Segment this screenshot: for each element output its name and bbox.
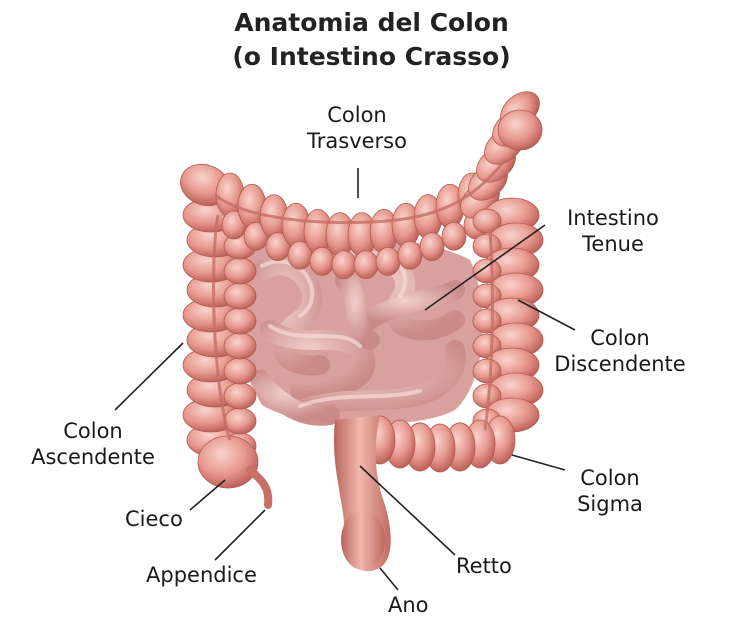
ascending-colon-haustrum xyxy=(223,357,257,385)
ascending-colon-haustrum xyxy=(223,382,257,410)
label-intestino-tenue: Intestino Tenue xyxy=(567,206,659,256)
transverse-colon-haustrum xyxy=(397,240,423,270)
small-intestine xyxy=(242,236,483,426)
leader-lines xyxy=(114,168,576,591)
label-colon-discendente: Colon Discendente xyxy=(554,326,686,376)
splenic-flexure-haustrum xyxy=(497,109,543,151)
transverse-colon-haustrum xyxy=(331,250,357,279)
label-ano: Ano xyxy=(388,593,429,617)
label-colon-sigma: Colon Sigma xyxy=(577,466,643,516)
appendix xyxy=(246,466,273,509)
rectum xyxy=(333,415,391,572)
diagram-title: Anatomia del Colon xyxy=(234,8,509,37)
label-cieco: Cieco xyxy=(125,507,183,531)
leader-colon-sigma xyxy=(511,454,566,471)
label-appendice: Appendice xyxy=(146,563,257,587)
descending-colon-haustrum xyxy=(472,358,502,384)
label-retto: Retto xyxy=(456,554,512,578)
leader-intestino-tenue xyxy=(424,224,546,311)
leader-cieco xyxy=(189,479,226,511)
leader-appendice xyxy=(214,509,266,561)
transverse-colon-haustrum xyxy=(375,246,401,276)
transverse-colon-haustrum xyxy=(419,232,445,262)
leader-retto xyxy=(359,465,456,556)
label-colon-ascendente: Colon Ascendente xyxy=(31,419,155,469)
transverse-colon-haustrum xyxy=(441,221,467,251)
ascending-colon-haustrum xyxy=(223,257,257,285)
diagram-subtitle: (o Intestino Crasso) xyxy=(232,42,511,71)
transverse-colon-haustrum xyxy=(265,232,291,262)
ascending-colon-haustrum xyxy=(223,307,257,335)
label-colon-trasverso: Colon Trasverso xyxy=(307,103,407,153)
cecum xyxy=(197,435,259,489)
leader-colon-discendente xyxy=(517,299,576,331)
ascending-colon-haustrum xyxy=(223,282,257,310)
descending-colon-haustrum xyxy=(472,208,502,234)
descending-colon-haustrum xyxy=(472,258,502,284)
ascending-colon-haustrum xyxy=(223,332,257,360)
transverse-colon-haustrum xyxy=(309,246,335,276)
leader-ano xyxy=(379,567,399,591)
leader-colon-ascendente xyxy=(114,342,184,411)
descending-colon-haustrum xyxy=(472,308,502,334)
taenia-coli xyxy=(212,159,507,441)
transverse-colon-haustrum xyxy=(353,250,379,279)
